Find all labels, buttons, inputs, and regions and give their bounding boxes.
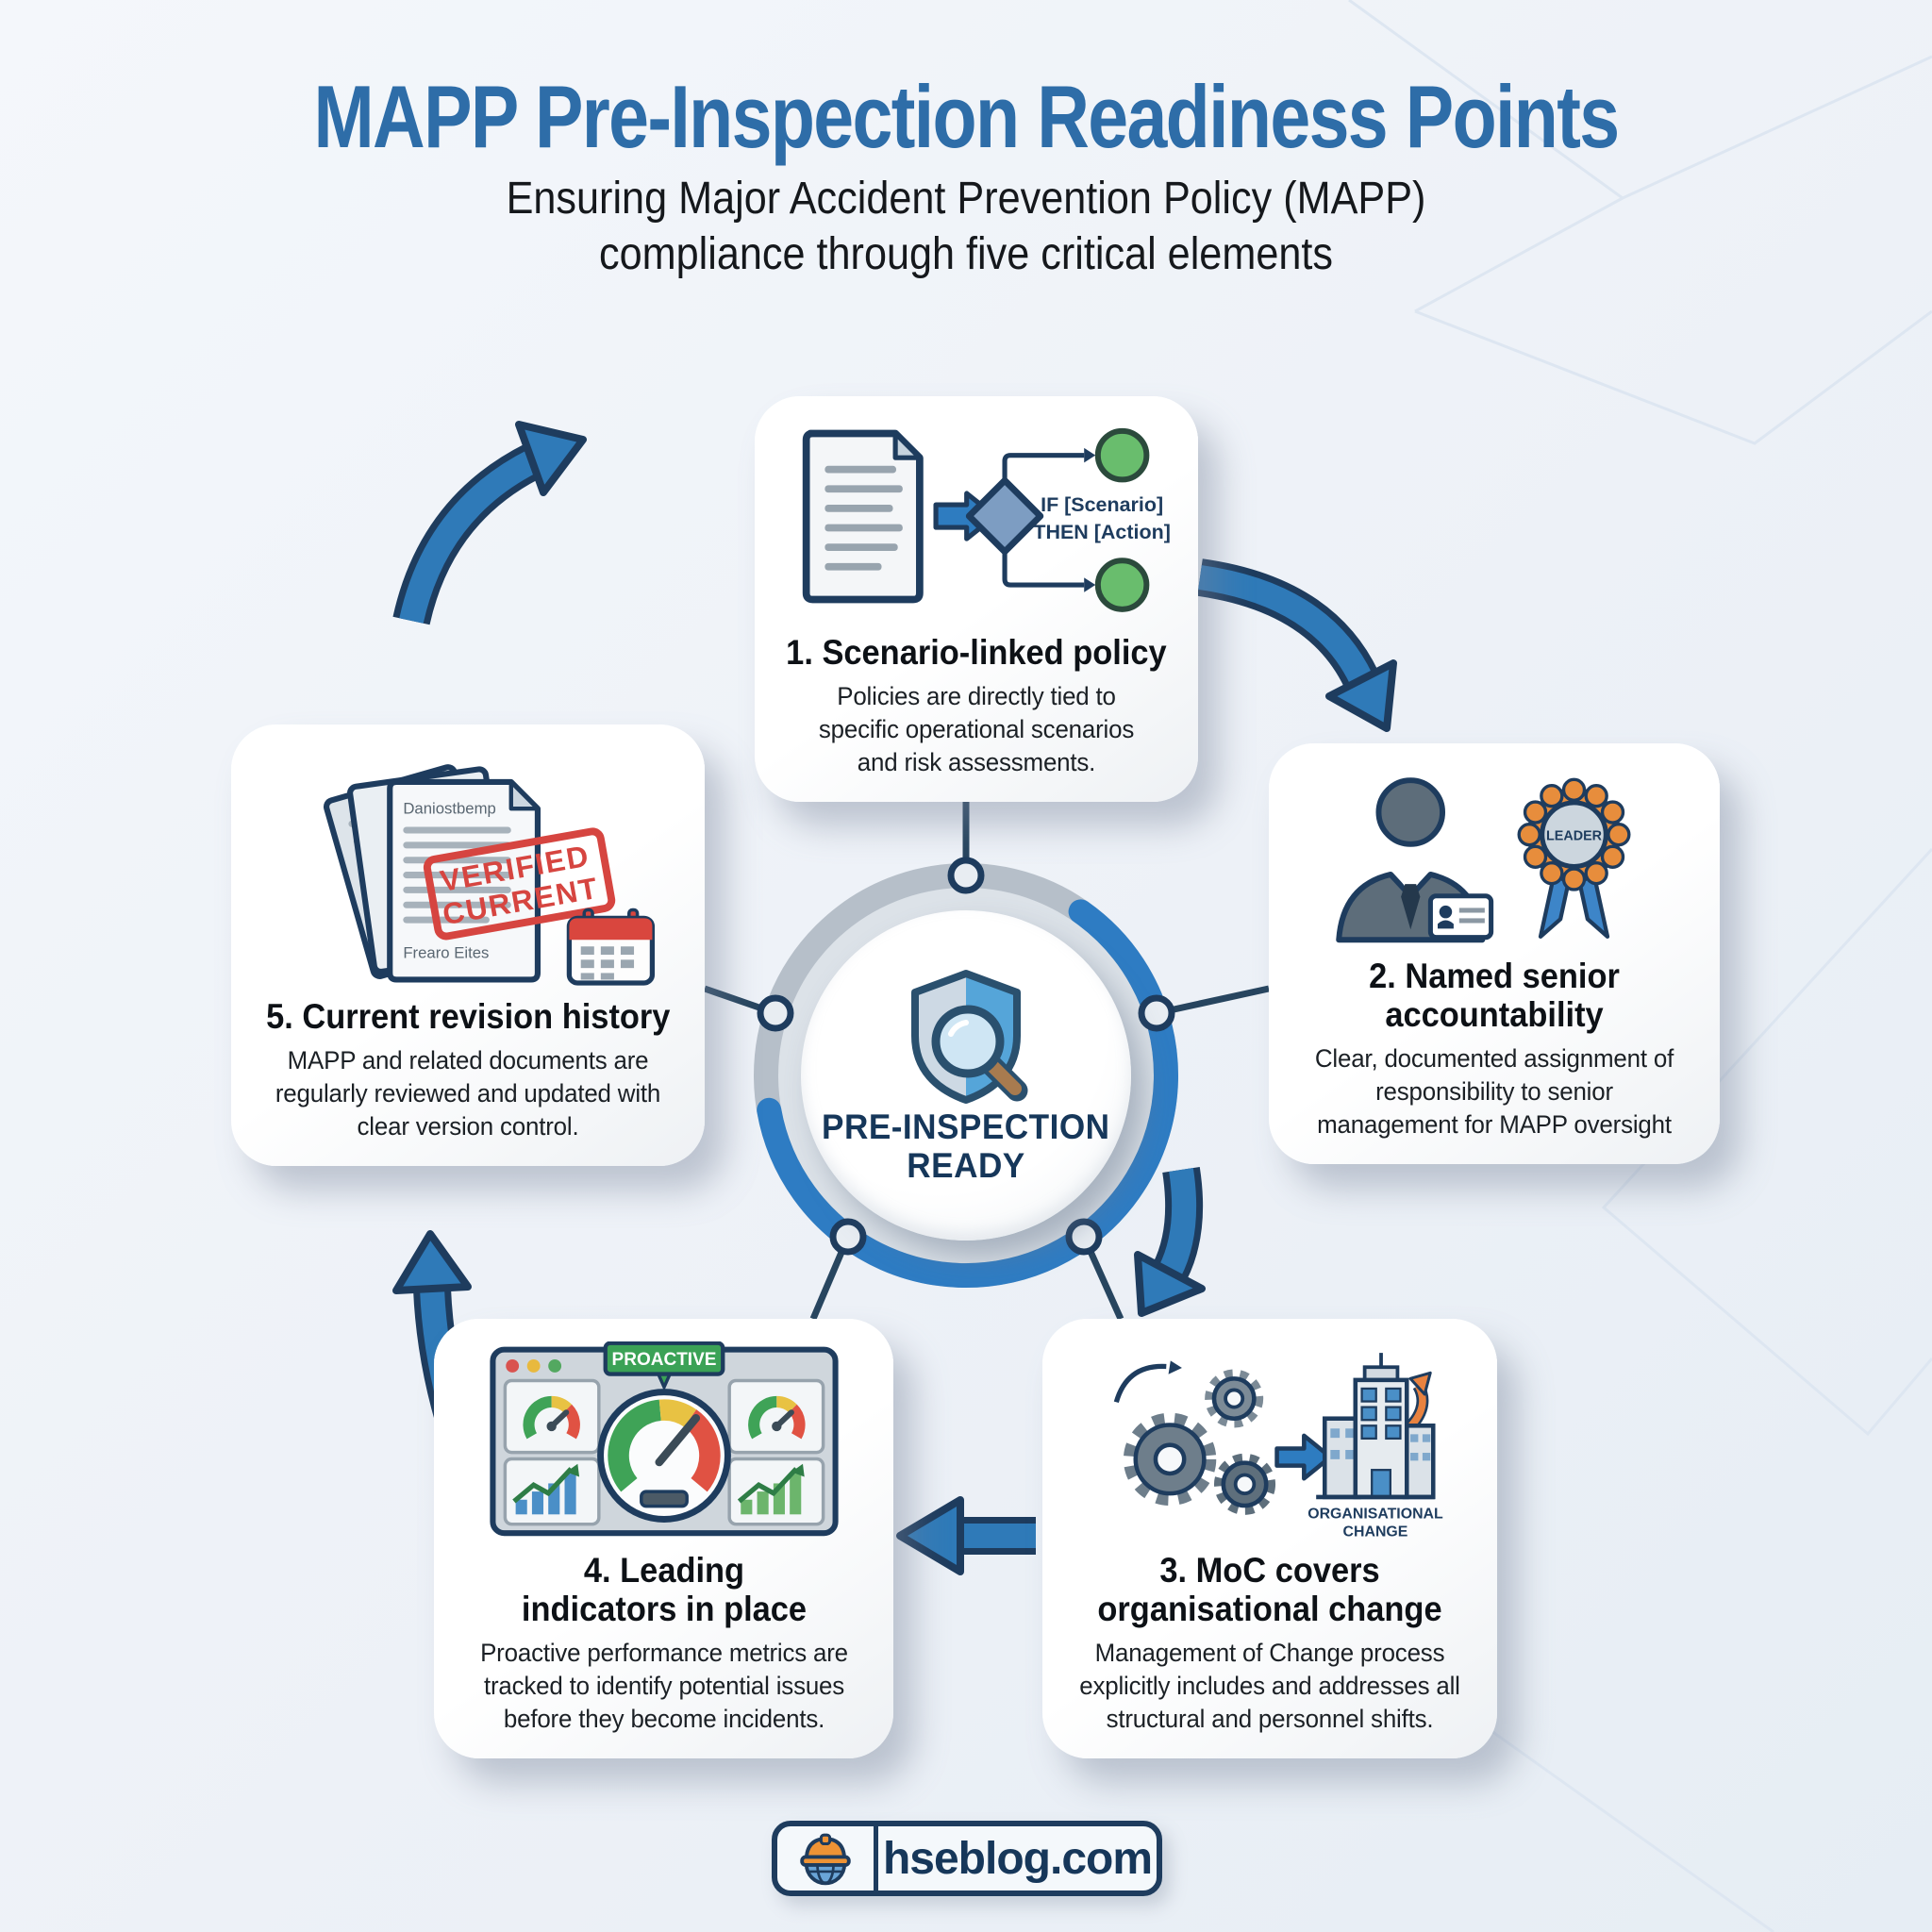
page-subtitle-line2: compliance through five critical element… [599,228,1333,279]
card-named-senior-accountability: LEADER 2. Named senior accountability Cl… [1269,743,1720,1164]
outcome-circle-bottom-icon [1094,558,1150,612]
mini-gauge-right-icon [747,1395,806,1440]
policy-flowchart-icon: IF [Scenario] THEN [Action] [802,427,1171,612]
calendar-icon [566,908,656,986]
card-3-body: Management of Change process explicitly … [1079,1638,1460,1733]
card-1-body: Policies are directly tied to specific o… [818,681,1135,776]
hub-pre-inspection-ready: PRE-INSPECTION READY [801,910,1131,1241]
hub-nodes [757,857,1175,1256]
if-scenario-caption: IF [Scenario] [1041,493,1163,516]
background-mesh-lines [1348,0,1932,1932]
manager-silhouette-icon [1336,777,1494,943]
card-current-revision-history: Daniostbemp Frearo Eites VERIFIED CURREN… [231,724,705,1166]
flow-arrow-card2-to-card3 [1134,1166,1206,1317]
shield-magnifier-icon [911,969,1028,1104]
dashboard-gauges-icon: PROACTIVE [489,1341,839,1537]
hub-label-line2: READY [907,1146,1025,1185]
hub-connector-line-right [1156,985,1270,1017]
mini-gauge-left-icon [522,1395,580,1440]
flow-arrow-card1-to-card2 [1197,558,1397,732]
hub-node-top [947,857,985,894]
hardhat-globe-icon [800,1833,851,1886]
card-5-title: 5. Current revision history [265,997,671,1037]
flow-arrow-card3-to-card4 [896,1496,1036,1575]
card-moc-organisational-change: ORGANISATIONAL CHANGE 3. MoC covers orga… [1042,1319,1497,1758]
verified-current-stamp-icon: VERIFIED CURRENT [423,827,616,941]
document-footer-pseudo-text: Frearo Eites [403,944,489,962]
outcome-circle-top-icon [1094,427,1150,483]
card-scenario-linked-policy: IF [Scenario] THEN [Action] 1. Scenario-… [755,396,1198,802]
bar-chart-green-icon [737,1463,805,1515]
bar-chart-blue-icon [511,1463,579,1515]
hub-node-right [1138,994,1175,1032]
footer-site-name: hseblog.com [882,1833,1153,1884]
card-4-title: 4. Leading indicators in place [521,1550,807,1629]
gears-icon [1113,1360,1276,1515]
leader-rosette-icon: LEADER [1517,777,1631,939]
buildings-icon [1316,1353,1436,1500]
card-2-title: 2. Named senior accountability [1369,956,1620,1035]
hub-label-line1: PRE-INSPECTION [822,1107,1110,1146]
organisational-change-caption-line1: ORGANISATIONAL [1307,1507,1443,1523]
documents-verified-icon: Daniostbemp Frearo Eites VERIFIED CURREN… [323,764,656,986]
leader-badge-icon: LEADER [1336,777,1631,943]
proactive-tag-icon: PROACTIVE [603,1341,724,1391]
main-gauge-icon [596,1389,731,1523]
hub-node-left [757,994,794,1032]
card-leading-indicators: PROACTIVE 4. Leading indicators in place… [434,1319,893,1758]
flow-arrow-card5-to-card1 [392,421,587,625]
leader-badge-label: LEADER [1546,829,1603,844]
hub-node-bottom-right [1065,1218,1103,1256]
footer-brand-badge: hseblog.com [772,1821,1162,1896]
card-3-title: 3. MoC covers organisational change [1097,1550,1442,1629]
footer-icon-cell [777,1826,878,1890]
card-5-body: MAPP and related documents are regularly… [275,1045,661,1141]
then-action-caption: THEN [Action] [1033,521,1171,543]
page-subtitle: Ensuring Major Accident Prevention Polic… [96,172,1835,282]
document-header-pseudo-text: Daniostbemp [403,799,496,817]
proactive-label: PROACTIVE [611,1350,716,1370]
decision-diamond-icon [965,476,1044,556]
card-1-title: 1. Scenario-linked policy [786,633,1167,673]
page-subtitle-line1: Ensuring Major Accident Prevention Polic… [506,174,1426,224]
organisational-change-caption-line2: CHANGE [1343,1524,1408,1541]
gears-building-icon: ORGANISATIONAL CHANGE [1113,1353,1443,1541]
arrow-right-icon [1274,1433,1333,1481]
page-title: MAPP Pre-Inspection Readiness Points [313,67,1620,166]
card-2-body: Clear, documented assignment of responsi… [1314,1043,1674,1139]
card-4-body: Proactive performance metrics are tracke… [479,1638,848,1733]
hub-node-bottom-left [829,1218,867,1256]
